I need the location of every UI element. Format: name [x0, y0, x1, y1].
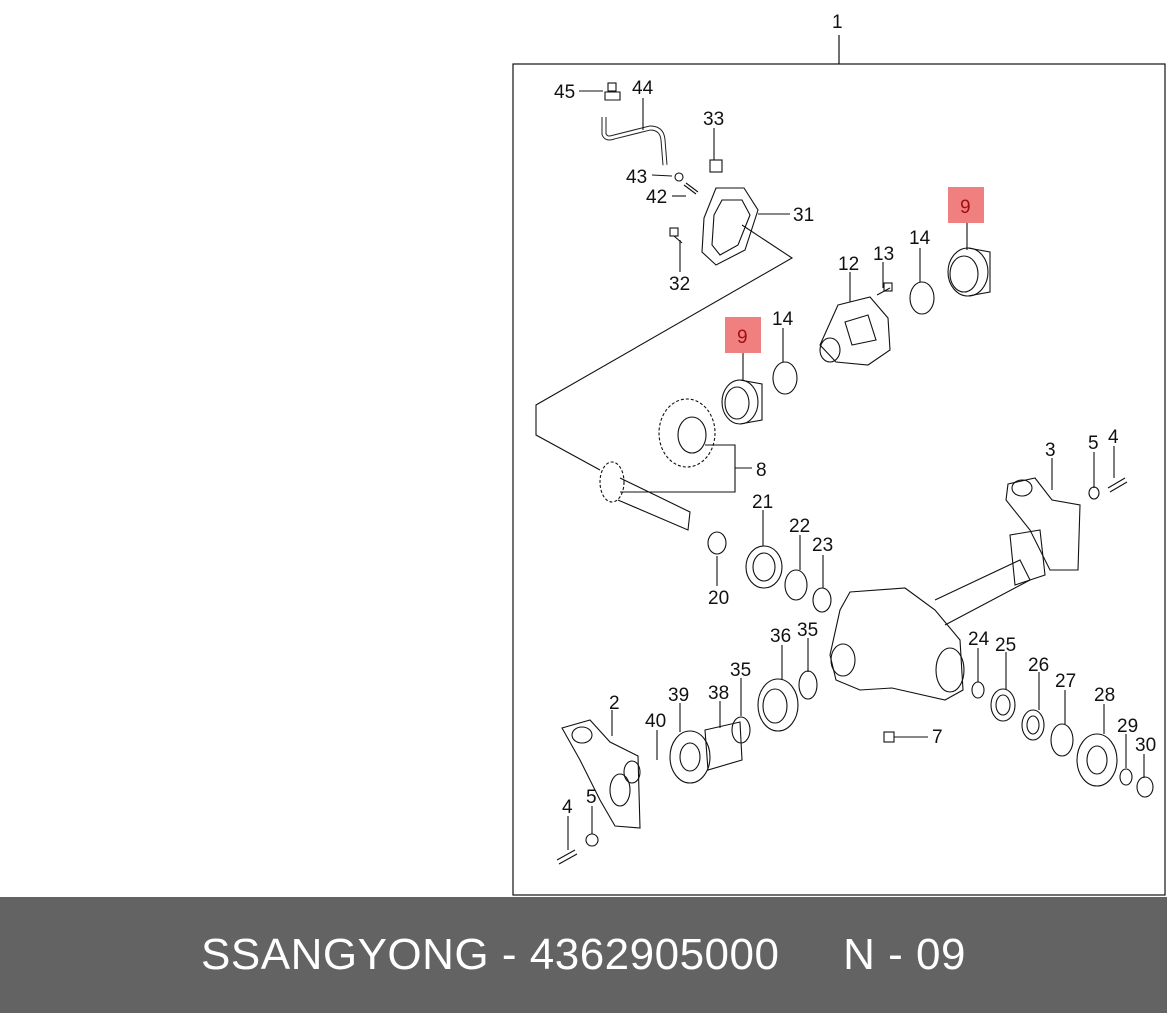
callout-label: 43 [626, 167, 647, 188]
callout-label: 31 [793, 205, 814, 226]
callout-label: 42 [646, 187, 667, 208]
differential-case [819, 296, 891, 366]
callout-label: 1 [832, 12, 843, 33]
clip-part [709, 159, 723, 173]
callout-label: 28 [1094, 685, 1115, 706]
flange-28 [1076, 733, 1118, 787]
mount-bracket-left [561, 719, 641, 829]
callout-label: 9 [737, 327, 748, 348]
drawing-layer [535, 82, 1154, 865]
axle-housing [829, 529, 1046, 701]
callout-label: 29 [1117, 716, 1138, 737]
cover-bolt-part [669, 227, 683, 244]
callout-label: 2 [609, 693, 620, 714]
drive-pinion [599, 461, 691, 531]
bolt-4-left [556, 849, 578, 865]
seal-40 [623, 760, 641, 784]
callout-label: 44 [632, 78, 654, 99]
callout-label: 38 [708, 683, 729, 704]
shim-27 [1050, 723, 1074, 757]
callout-label: 32 [669, 274, 690, 295]
group-bracket-lines [535, 224, 794, 471]
footer-caption: SSANGYONG - 4362905000 N - 09 [0, 897, 1167, 1013]
bearing-36 [757, 678, 799, 732]
shim-ring-upper [909, 281, 935, 315]
highlight-box-lower [725, 317, 761, 353]
washer-5-left [585, 833, 599, 847]
case-bolt [876, 282, 893, 296]
callout-label: 35 [797, 620, 818, 641]
breather-plug [604, 82, 621, 101]
callout-label: 40 [645, 711, 666, 732]
callout-label: 20 [708, 588, 729, 609]
pinion-bearing [745, 545, 783, 589]
callout-label: 26 [1028, 655, 1049, 676]
diagram-frame [512, 63, 1166, 896]
callout-label: 5 [1088, 433, 1099, 454]
callout-label: 27 [1055, 671, 1076, 692]
callout-label: 3 [1045, 440, 1056, 461]
nut-part [674, 172, 684, 182]
washer-29 [1119, 768, 1133, 786]
bolt-part [683, 182, 699, 195]
callout-label: 36 [770, 626, 791, 647]
gear-bracket-lines [620, 444, 736, 493]
callout-label: 14 [909, 228, 931, 249]
footer-bar: SSANGYONG - 4362905000 N - 09 [0, 897, 1167, 1013]
callout-label: 22 [789, 516, 810, 537]
callout-label: 8 [756, 460, 767, 481]
flange-39 [669, 730, 711, 784]
bearing-lower [721, 379, 763, 425]
shim-ring-lower [772, 361, 798, 395]
drain-plug-7 [883, 731, 895, 743]
oil-seal-26 [1021, 709, 1045, 741]
callout-label: 30 [1135, 735, 1156, 756]
mount-bracket-right [1005, 477, 1081, 571]
callout-label: 14 [772, 309, 794, 330]
differential-cover [701, 187, 759, 266]
callout-label: 21 [752, 492, 773, 513]
washer-5-right [1088, 486, 1100, 500]
seal-ring-20 [707, 531, 727, 555]
page-prefix: N [843, 930, 876, 979]
shim-23 [812, 587, 832, 613]
callout-label: 12 [838, 254, 859, 275]
bolt-4-right [1107, 477, 1128, 493]
callout-label: 4 [562, 797, 573, 818]
callout-label: 4 [1108, 427, 1119, 448]
bearing-25 [990, 688, 1016, 722]
part-number: 4362905000 [529, 930, 780, 979]
callout-label: 39 [668, 685, 689, 706]
callout-labels: 45 44 33 43 42 31 32 12 13 14 9 9 14 8 3… [554, 78, 1156, 818]
shim-22 [784, 569, 808, 601]
exploded-parts-diagram: 1 [512, 12, 1166, 896]
ring-gear [658, 398, 716, 468]
callout-label: 7 [932, 727, 943, 748]
caption-gap [779, 930, 843, 980]
callout-label: 35 [730, 660, 751, 681]
leader-lines [567, 90, 1145, 850]
yoke-38 [704, 721, 743, 771]
callout-label: 5 [586, 787, 597, 808]
callout-label: 45 [554, 82, 575, 103]
seal-24 [971, 681, 985, 699]
callout-label: 33 [703, 109, 724, 130]
callout-label: 25 [995, 635, 1016, 656]
page-number: 09 [916, 930, 966, 979]
ring-35-a [798, 670, 818, 700]
callout-label: 23 [812, 535, 833, 556]
highlight-box-upper [948, 187, 984, 223]
callout-label: 24 [968, 629, 990, 650]
bearing-upper [947, 247, 991, 297]
caption-separator: - [489, 930, 530, 979]
brand-name: SSANGYONG [201, 930, 490, 979]
caption-separator: - [875, 930, 916, 979]
callout-label: 13 [873, 244, 894, 265]
breather-hose [601, 117, 668, 166]
nut-30 [1136, 776, 1154, 798]
callout-label: 9 [960, 197, 971, 218]
